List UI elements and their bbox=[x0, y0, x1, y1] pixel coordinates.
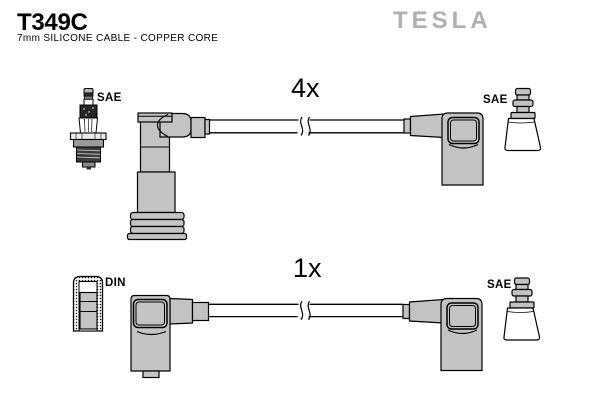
quantity-1x: 1x bbox=[293, 253, 322, 283]
sae-label-plug-end: SAE bbox=[97, 92, 122, 104]
sae-label-dist-end-row1: SAE bbox=[483, 94, 508, 106]
spark-plug-icon bbox=[69, 88, 107, 170]
spark-plug-boot-connector bbox=[126, 112, 211, 241]
tesla-logo: TESLA bbox=[393, 7, 492, 34]
sae-label-dist-end-row2: SAE bbox=[487, 279, 512, 291]
din-label: DIN bbox=[105, 277, 126, 289]
din-socket-icon bbox=[72, 275, 104, 332]
distributor-terminal-icon-4x bbox=[504, 87, 542, 152]
distributor-boot-4x bbox=[403, 112, 484, 186]
ignition-cable-1x bbox=[208, 300, 403, 321]
ignition-cable-4x bbox=[209, 116, 404, 136]
quantity-4x: 4x bbox=[291, 73, 320, 103]
part-number: T349C bbox=[17, 9, 88, 36]
coil-boot-connector bbox=[130, 294, 210, 379]
distributor-boot-1x bbox=[402, 297, 483, 372]
cable-break-mark bbox=[300, 300, 311, 321]
cable-spec: 7mm SILICONE CABLE - COPPER CORE bbox=[17, 33, 219, 44]
cable-break-mark bbox=[300, 116, 311, 136]
